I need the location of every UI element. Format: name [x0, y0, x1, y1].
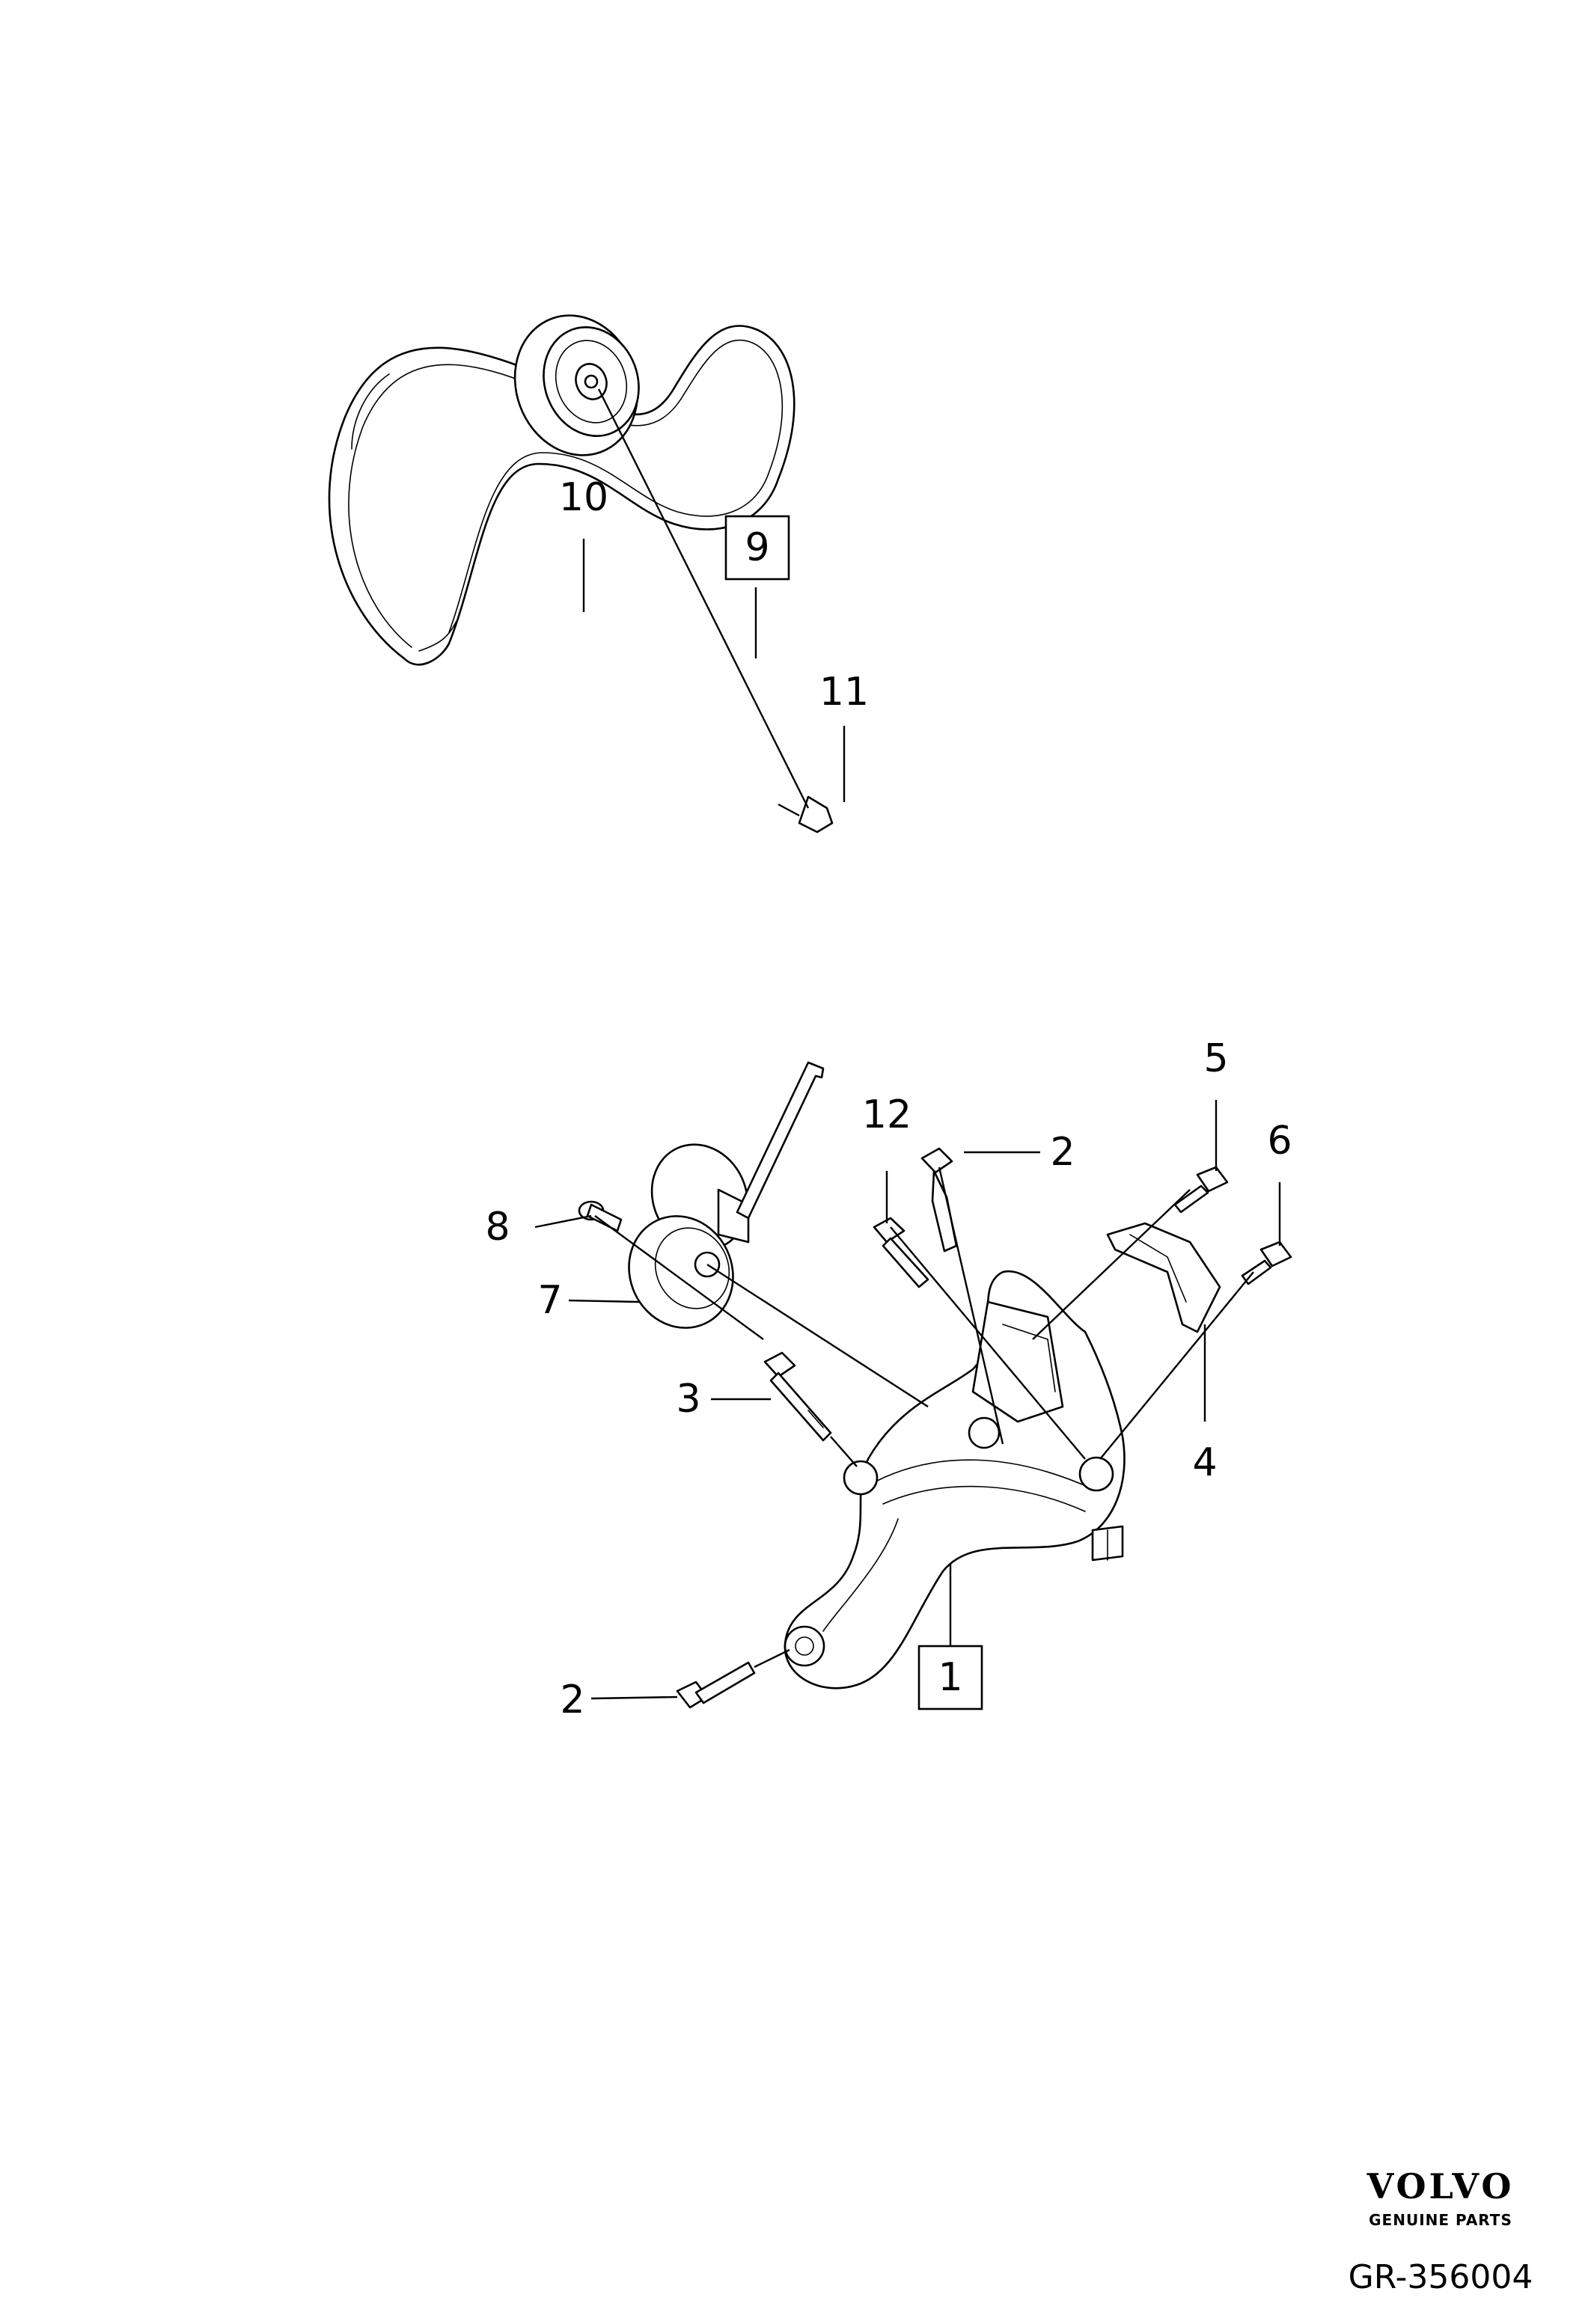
callout-5: 5 [1203, 1036, 1228, 1081]
callout-12: 12 [862, 1092, 911, 1137]
callout-3: 3 [676, 1377, 700, 1422]
heat-shield[interactable] [1106, 1222, 1221, 1333]
drive-belt[interactable] [328, 325, 796, 666]
callout-8: 8 [485, 1205, 510, 1250]
leader-2-axis [938, 1166, 1004, 1445]
callout-9-box [724, 515, 790, 581]
callout-2-upper: 2 [1050, 1130, 1075, 1175]
callout-7: 7 [537, 1278, 562, 1323]
bolt-12[interactable] [873, 1217, 929, 1288]
bolt-3[interactable] [763, 1351, 832, 1442]
leader-5-axis [1032, 1189, 1191, 1340]
bracket[interactable] [784, 1270, 1126, 1690]
leader-8-axis [594, 1215, 764, 1340]
belt-tensioner[interactable] [611, 1129, 764, 1345]
callout-6: 6 [1267, 1119, 1292, 1163]
callout-2-lower: 2 [560, 1678, 584, 1722]
bolt-2-lower[interactable] [676, 1661, 756, 1709]
callout-10: 10 [559, 475, 608, 520]
brand-tagline: GENUINE PARTS [1369, 2211, 1512, 2229]
bolt-8[interactable] [578, 1200, 623, 1232]
diagram-reference: GR-356004 [1349, 2258, 1533, 2296]
callout-9: 9 [745, 525, 769, 570]
leader-7 [568, 1299, 641, 1303]
callout-1: 1 [938, 1655, 962, 1700]
brand-logo: VOLVO [1366, 2166, 1515, 2207]
leader-2-lower-axis [754, 1648, 790, 1669]
callout-11: 11 [819, 670, 869, 715]
leader-2-lower [590, 1695, 678, 1700]
locking-pin[interactable] [736, 1061, 825, 1220]
leader-11-axis [597, 388, 810, 809]
leader-8 [534, 1214, 592, 1229]
bolt-2-upper[interactable] [920, 1147, 958, 1253]
leader-12-axis [890, 1226, 1086, 1460]
callout-1-box [917, 1645, 983, 1710]
callout-4: 4 [1192, 1440, 1217, 1485]
leader-7-axis [706, 1263, 929, 1408]
leader-3-axis [830, 1436, 858, 1467]
bolt-5[interactable] [1173, 1166, 1229, 1214]
leader-6-axis [1099, 1271, 1254, 1460]
idler-pulley[interactable] [495, 298, 656, 472]
